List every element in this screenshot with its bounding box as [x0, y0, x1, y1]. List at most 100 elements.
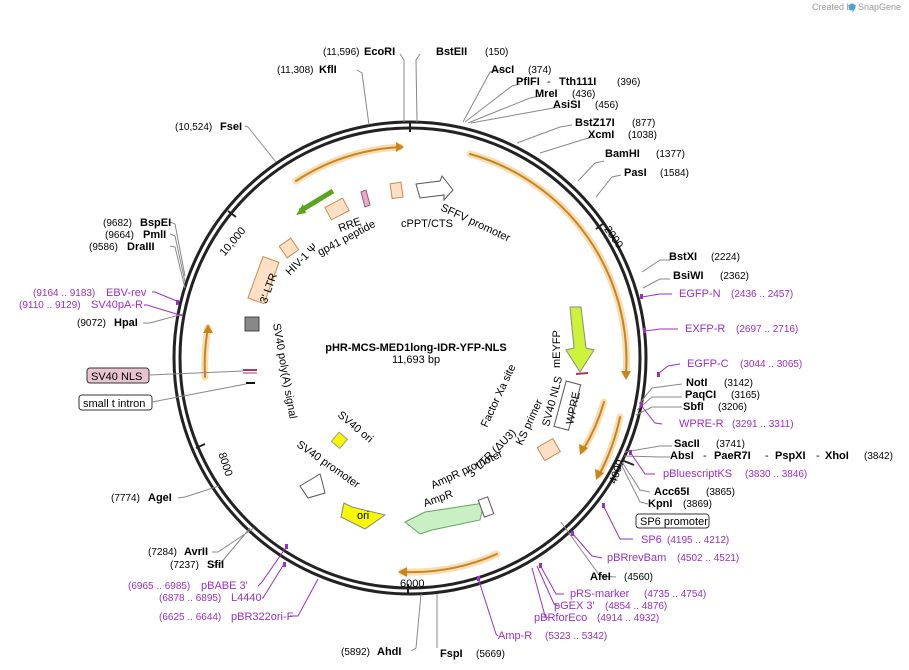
ltr3-box — [247, 255, 280, 305]
site-bstxi-pos: (2224) — [711, 252, 740, 263]
tick-4000: 4000 — [607, 458, 627, 485]
cppt-cts-box — [389, 181, 404, 200]
site-kpni-pos: (3869) — [683, 499, 712, 510]
tick-6000: 6000 — [400, 578, 424, 590]
primer-prsmarker-name: pRS-marker — [570, 588, 630, 600]
primer-pbluescriptks-name: pBluescriptKS — [663, 468, 732, 480]
ltr3-du3-box — [536, 437, 561, 462]
site-mrei-name: MreI — [535, 88, 558, 100]
gp41-peptide-box — [360, 189, 371, 208]
site-ahdi-name: AhdI — [377, 646, 401, 658]
site-absi-pos: (3842) — [864, 451, 893, 462]
site-avrii-name: AvrII — [184, 546, 208, 558]
sp6-promoter-label: SP6 promoter — [640, 516, 708, 528]
primer-pbrforeco-pos: (4914 .. 4932) — [597, 613, 659, 624]
ampr-arrow — [404, 502, 485, 535]
site-kfli-name: KflI — [319, 64, 337, 76]
site-bstxi-name: BstXI — [669, 251, 697, 263]
site-absi-sep3: - — [816, 450, 820, 462]
site-pasi-name: PasI — [624, 167, 647, 179]
site-paer7i-name: PaeR7I — [714, 450, 751, 462]
site-fspi-name: FspI — [440, 648, 463, 660]
site-kpni-name: KpnI — [648, 498, 672, 510]
rre-box — [324, 197, 350, 221]
rre-green-arrowhead — [296, 204, 306, 215]
primer-sp6-name: SP6 — [641, 534, 662, 546]
site-agei-name: AgeI — [148, 492, 172, 504]
site-sacii-name: SacII — [674, 438, 700, 450]
sv40-nls-box-label: SV40 NLS — [91, 371, 142, 383]
primer-egfpc-pos: (3044 .. 3065) — [740, 359, 802, 370]
site-sbfi-pos: (3206) — [718, 402, 747, 413]
primer-markers — [176, 294, 660, 581]
site-sfii-name: SfiI — [207, 559, 224, 571]
meyfp-arrow — [565, 306, 595, 373]
site-fsei-name: FseI — [220, 121, 242, 133]
site-asci-pos: (374) — [528, 65, 551, 76]
sffv-promoter-arrow — [415, 175, 454, 202]
site-bstz17i-pos: (877) — [632, 118, 655, 129]
primer-pbr322orif-name: pBR322ori-F — [231, 611, 294, 623]
site-fspi-pos: (5669) — [476, 649, 505, 660]
primer-sv40par-name: SV40pA-R — [91, 299, 143, 311]
site-pasi-pos: (1584) — [660, 168, 689, 179]
primer-sp6-pos: (4195 .. 4212) — [667, 535, 729, 546]
site-asci-name: AscI — [491, 64, 514, 76]
site-bsteii-pos: (150) — [485, 47, 508, 58]
primer-ebvrev-pos: (9164 .. 9183) — [33, 288, 95, 299]
ori-arrow — [340, 502, 387, 530]
primer-egfpc-name: EGFP-C — [687, 358, 729, 370]
cppt-cts-label: cPPT/CTS — [401, 218, 453, 230]
site-kfli-pos: (11,308) — [277, 65, 314, 76]
ampr-promoter-box — [477, 496, 495, 518]
snapgene-logo-icon — [848, 3, 856, 11]
site-leader-lines — [143, 53, 683, 652]
site-bsteii-name: BstEII — [436, 46, 467, 58]
primer-l4440-pos: (6878 .. 6895) — [159, 593, 221, 604]
site-mrei-pos: (436) — [572, 89, 595, 100]
primer-exfpr-pos: (2697 .. 2716) — [736, 324, 798, 335]
primer-exfpr-name: EXFP-R — [685, 323, 725, 335]
ltr3-du3-label: 3' LTR (ΔU3) — [466, 427, 519, 480]
primer-egfpn-pos: (2436 .. 2457) — [731, 289, 793, 300]
tick-10000: 10,000 — [218, 225, 249, 258]
small-t-intron-box — [78, 394, 153, 411]
plasmid-size: 11,693 bp — [392, 354, 440, 366]
sv40-polya-label: SV40 poly(A) signal — [270, 322, 299, 419]
site-xhoi-name: XhoI — [825, 450, 849, 462]
site-bspei-pos: (9682) — [103, 218, 132, 229]
site-ecori-pos: (11,596) — [323, 47, 360, 58]
site-sfii-pos: (7237) — [170, 560, 199, 571]
site-hpai-name: HpaI — [114, 317, 138, 329]
sv40-polya-box — [244, 316, 260, 332]
primer-pgex3-pos: (4854 .. 4876) — [605, 601, 667, 612]
site-absi-name: AbsI — [670, 450, 694, 462]
primer-ampr-name: Amp-R — [498, 630, 532, 642]
plasmid-name: pHR-MCS-MED1long-IDR-YFP-NLS — [325, 342, 506, 354]
site-pflfi-sep: - — [547, 76, 551, 88]
site-bsiwi-name: BsiWI — [673, 270, 704, 282]
site-acc65i-name: Acc65I — [654, 486, 689, 498]
site-paqci-pos: (3165) — [731, 390, 760, 401]
site-bamhi-name: BamHI — [605, 148, 640, 160]
site-pspxi-name: PspXI — [775, 450, 806, 462]
rre-green-arc — [298, 188, 335, 214]
site-sbfi-name: SbfI — [683, 401, 704, 413]
sv40-nls-feature-mark — [575, 372, 589, 375]
primer-egfpn-name: EGFP-N — [679, 288, 721, 300]
site-draiii-name: DraIII — [127, 241, 155, 253]
site-absi-sep1: - — [703, 450, 707, 462]
site-ahdi-pos: (5892) — [341, 647, 370, 658]
site-draiii-pos: (9586) — [89, 242, 118, 253]
site-sacii-pos: (3741) — [716, 439, 745, 450]
primer-l4440-name: L4440 — [231, 592, 262, 604]
site-pmli-name: PmlI — [143, 229, 166, 241]
site-paqci-name: PaqCI — [685, 389, 716, 401]
meyfp-label: mEYFP — [551, 330, 563, 368]
sv40-promoter-arrow — [299, 473, 326, 499]
site-absi-sep2: - — [765, 450, 769, 462]
created-by-label: Created by — [812, 2, 857, 12]
site-pflfi-name: PflFI — [516, 76, 540, 88]
small-t-intron-leader — [151, 383, 247, 403]
